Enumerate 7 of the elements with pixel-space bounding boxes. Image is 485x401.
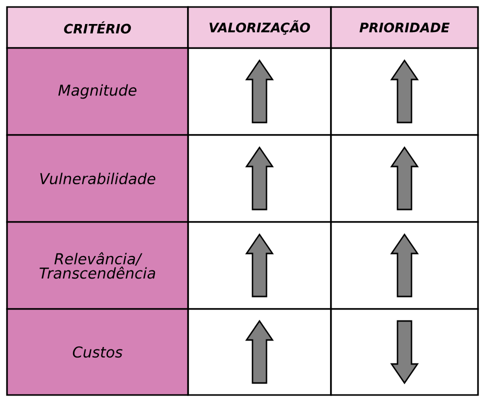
header-cell: CRITÉRIO bbox=[6, 6, 189, 49]
header-cell: VALORIZAÇÃO bbox=[187, 6, 332, 49]
criterion-cell: Magnitude bbox=[6, 47, 189, 136]
criterion-cell: Relevância/ Transcendência bbox=[6, 221, 189, 310]
criterion-cell: Vulnerabilidade bbox=[6, 134, 189, 223]
header-cell: PRIORIDADE bbox=[330, 6, 479, 49]
criterion-cell: Custos bbox=[6, 308, 189, 396]
